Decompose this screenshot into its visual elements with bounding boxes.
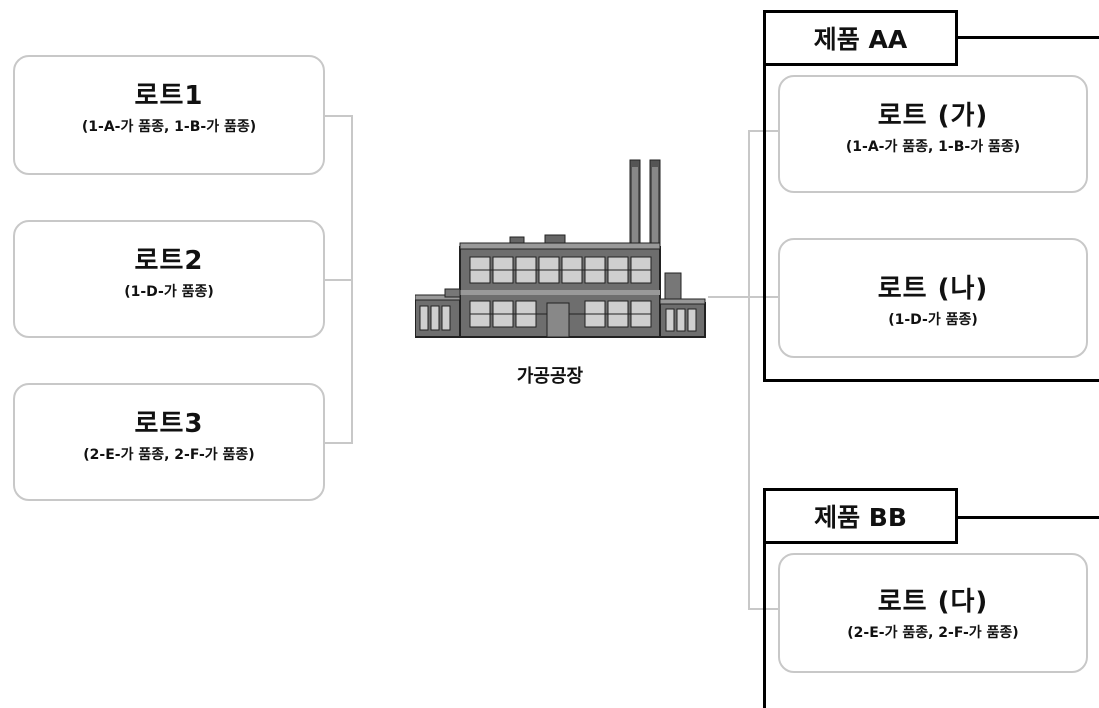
product-title: 제품 AA (763, 10, 958, 66)
source-lot-2: 로트2 (1-D-가 품종) (13, 220, 325, 338)
lot-detail: (2-E-가 품종, 2-F-가 품종) (83, 447, 255, 463)
connector-line (325, 115, 353, 117)
product-lot: 로트 (다) (2-E-가 품종, 2-F-가 품종) (778, 553, 1088, 673)
connector-line (708, 296, 778, 298)
lot-detail: (1-A-가 품종, 1-B-가 품종) (845, 139, 1021, 155)
lot-name: 로트 (다) (877, 587, 989, 617)
product-frame-top (955, 36, 1099, 39)
factory-icon (415, 159, 706, 338)
lot-name: 로트 (나) (877, 274, 989, 304)
product-lot: 로트 (나) (1-D-가 품종) (778, 238, 1088, 358)
connector-line (748, 130, 750, 610)
connector-line (325, 279, 353, 281)
product-title: 제품 BB (763, 488, 958, 544)
lot-name: 로트1 (134, 81, 204, 111)
source-lot-1: 로트1 (1-A-가 품종, 1-B-가 품종) (13, 55, 325, 175)
connector-line (325, 442, 353, 444)
plant-label: 가공공장 (516, 366, 584, 387)
lot-detail: (2-E-가 품종, 2-F-가 품종) (847, 625, 1019, 641)
product-lot: 로트 (가) (1-A-가 품종, 1-B-가 품종) (778, 75, 1088, 193)
product-frame (763, 488, 1099, 708)
lot-name: 로트3 (134, 409, 204, 439)
connector-line (351, 115, 353, 444)
lot-detail: (1-A-가 품종, 1-B-가 품종) (81, 119, 257, 135)
lot-detail: (1-D-가 품종) (124, 284, 214, 300)
source-lot-3: 로트3 (2-E-가 품종, 2-F-가 품종) (13, 383, 325, 501)
product-frame (763, 10, 1099, 382)
product-frame-top (955, 516, 1099, 519)
lot-name: 로트2 (134, 246, 204, 276)
lot-detail: (1-D-가 품종) (888, 312, 978, 328)
lot-name: 로트 (가) (877, 101, 989, 131)
